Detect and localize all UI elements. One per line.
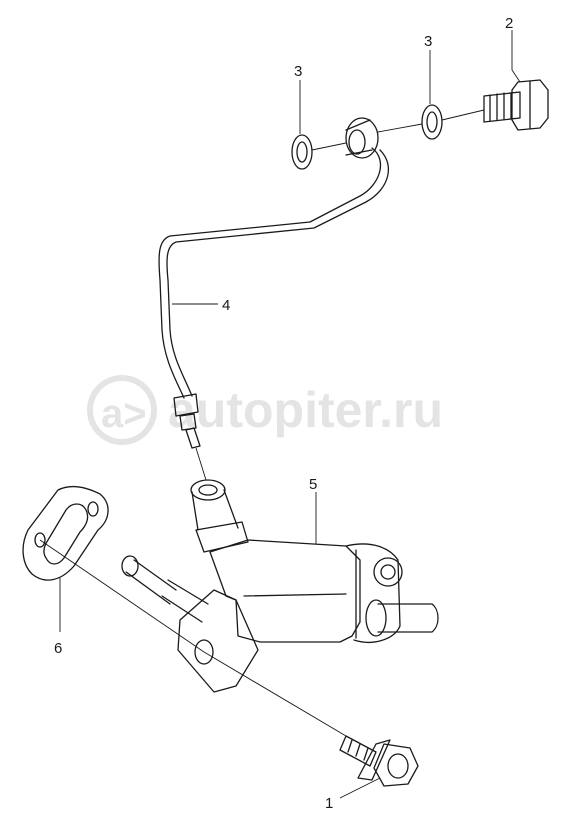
callout-5: 5 — [309, 476, 317, 493]
watermark-logo-text: a> — [101, 392, 147, 436]
watermark: a> autopiter.ru — [87, 375, 443, 445]
gasket — [22, 485, 109, 581]
callout-6: 6 — [54, 640, 62, 657]
washer-right — [421, 104, 443, 140]
watermark-text: autopiter.ru — [168, 382, 443, 438]
callout-1: 1 — [325, 795, 333, 812]
fuel-pipe — [158, 147, 390, 449]
washer-left — [291, 134, 313, 170]
flange-bolt — [339, 735, 419, 787]
fuel-pump — [121, 479, 439, 693]
banjo-bolt — [483, 79, 549, 131]
banjo-eye — [345, 117, 379, 159]
callout-4: 4 — [222, 297, 230, 314]
watermark-logo-icon — [87, 375, 157, 445]
callout-2: 2 — [505, 15, 513, 32]
callout-3-right: 3 — [424, 33, 432, 50]
callout-3-left: 3 — [294, 63, 302, 80]
